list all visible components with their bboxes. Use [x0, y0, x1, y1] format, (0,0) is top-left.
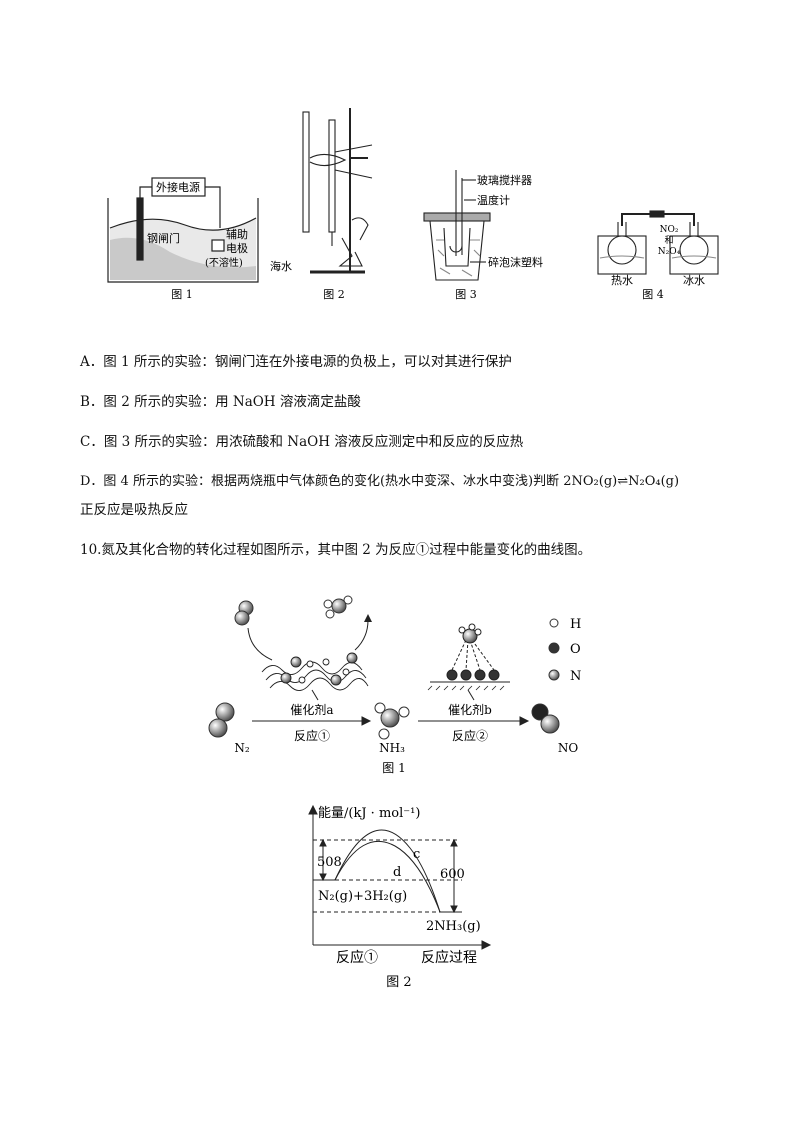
option-d-line1: D．图 4 所示的实验：根据两烧瓶中气体颜色的变化(热水中变深、冰水中变浅)判断…: [80, 474, 680, 489]
reaction-scheme: H O N 催化剂a 反应① 催化剂b 反应② N₂ NH₃ NO 图 1: [208, 595, 581, 775]
fig1-caption: 图 1: [171, 288, 193, 301]
fig1-aux-label-2: 电极: [226, 241, 248, 255]
n2-label: N₂: [234, 741, 250, 755]
n2-molecule: [208, 702, 235, 738]
catalyst-b-label: 催化剂b: [448, 702, 492, 717]
fig-b1-caption: 图 1: [382, 761, 405, 775]
no-molecule: [531, 703, 560, 734]
energy-ylabel: 能量/(kJ · mol⁻¹): [318, 806, 420, 821]
xlabel-reaction-1: 反应①: [336, 949, 378, 966]
reaction-2-label: 反应②: [452, 728, 488, 743]
fig4-caption: 图 4: [642, 288, 664, 301]
fig3-apparatus: [423, 170, 491, 281]
fig4-gas-label-2: 和: [664, 235, 673, 246]
products-label: 2NH₃(g): [426, 919, 481, 934]
fig2-apparatus: [302, 108, 373, 274]
fig1-power-label: 外接电源: [156, 180, 200, 194]
catalyst-a-surface: [261, 652, 369, 691]
catalyst-a-label: 催化剂a: [290, 702, 333, 717]
fig4-gas-label-1: NO₂: [660, 225, 679, 235]
curve-c: [334, 829, 441, 913]
option-d-line2: 正反应是吸热反应: [80, 502, 188, 518]
fig4-apparatus: [597, 210, 719, 275]
no-label: NO: [558, 741, 579, 755]
curve-c-label: c: [413, 847, 420, 862]
fig3-thermo-label: 温度计: [477, 193, 510, 207]
fig1-apparatus: [107, 177, 259, 283]
fig3-stirrer-label: 玻璃搅拌器: [477, 173, 532, 187]
curve-d: [334, 841, 441, 913]
option-a: A．图 1 所示的实验：钢闸门连在外接电源的负极上，可以对其进行保护: [80, 354, 512, 370]
nh3-label: NH₃: [379, 741, 405, 755]
top-figures: 外接电源 钢闸门 辅助 电极 (不溶性) 海水 图 1 图 2 玻璃搅拌器 温度…: [107, 108, 719, 301]
fig1-aux-label-3: (不溶性): [205, 256, 243, 269]
reaction-1-label: 反应①: [294, 728, 330, 743]
legend: [548, 618, 560, 681]
catalyst-b-surface: [427, 623, 510, 691]
fig-b2-caption: 图 2: [386, 975, 411, 990]
option-b: B．图 2 所示的实验：用 NaOH 溶液滴定盐酸: [80, 394, 361, 410]
fig1-gate-label: 钢闸门: [147, 231, 180, 245]
legend-n: N: [570, 669, 581, 684]
fig2-caption: 图 2: [323, 288, 345, 301]
fig3-caption: 图 3: [455, 288, 477, 301]
fig3-foam-label: 碎泡沫塑料: [488, 255, 543, 269]
fig4-gas-label-3: N₂O₄: [658, 247, 681, 257]
legend-o: O: [570, 642, 581, 657]
fig1-aux-label-1: 辅助: [226, 227, 248, 241]
nh3-molecule-top: [323, 595, 353, 619]
option-c: C．图 3 所示的实验：用浓硫酸和 NaOH 溶液反应测定中和反应的反应热: [80, 434, 524, 450]
nh3-molecule: [374, 702, 410, 740]
value-600: 600: [440, 867, 465, 882]
value-508: 508: [317, 855, 342, 870]
curve-d-label: d: [393, 865, 401, 880]
fig4-hot-label: 热水: [611, 274, 633, 287]
energy-diagram: 能量/(kJ · mol⁻¹) 508 600 c d N₂(g)+3H₂(g)…: [308, 804, 492, 990]
reaction-arrows: [252, 716, 530, 726]
xlabel-process: 反应过程: [421, 949, 477, 966]
reactants-label: N₂(g)+3H₂(g): [318, 889, 407, 904]
n2-molecule-top: [234, 600, 254, 626]
legend-h: H: [570, 617, 581, 632]
fig1-sea-label: 海水: [270, 259, 292, 273]
question-10: 10.氮及其化合物的转化过程如图所示，其中图 2 为反应①过程中能量变化的曲线图…: [80, 542, 592, 558]
fig4-ice-label: 冰水: [683, 274, 705, 287]
